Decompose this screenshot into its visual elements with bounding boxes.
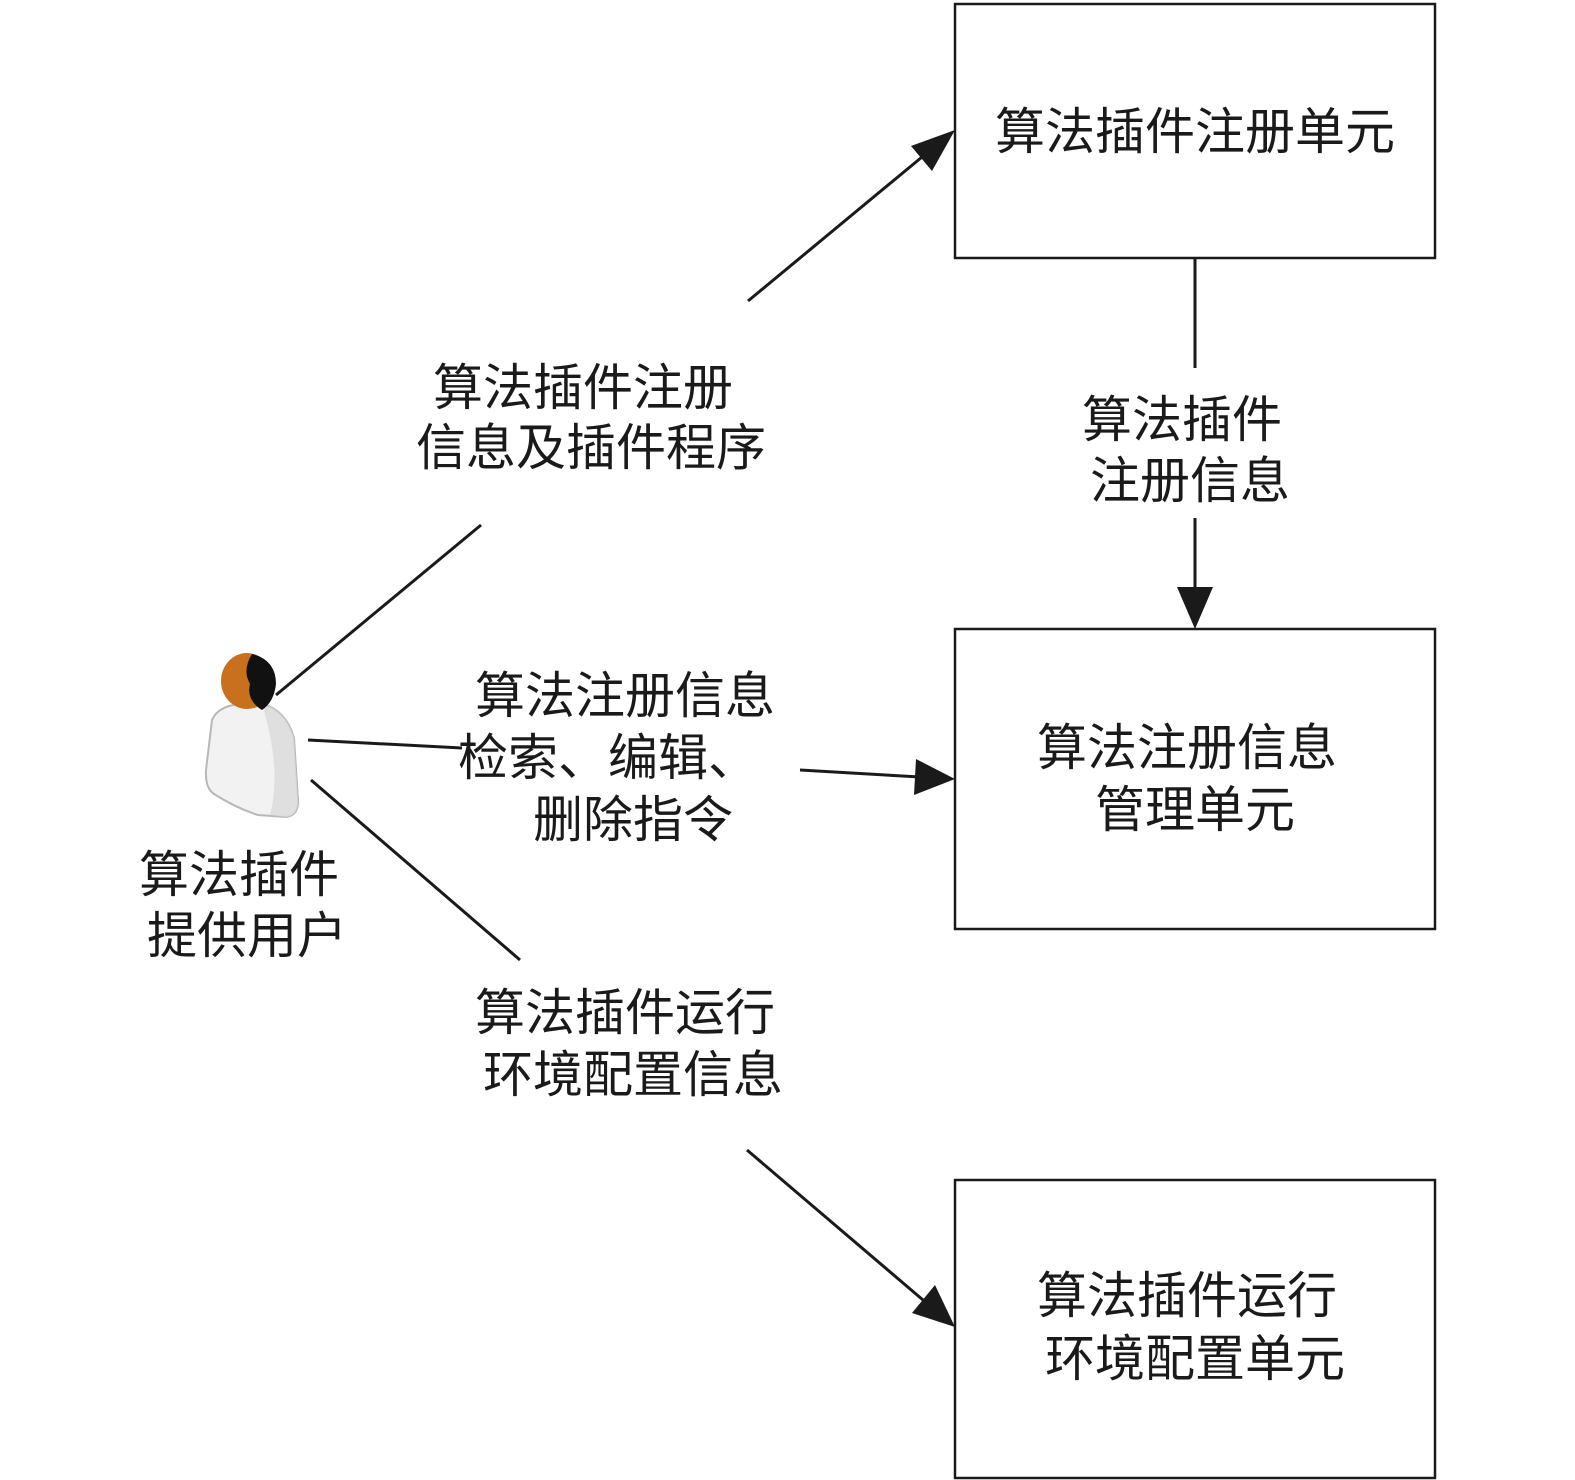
actor-label: 算法插件 提供用户 (139, 846, 355, 965)
runtime-unit-line: 环境配置单元 (1045, 1330, 1345, 1388)
runtime-unit-node: 算法插件运行 环境配置单元 (953, 1178, 1437, 1480)
user-hair-shape (246, 654, 276, 710)
edge-label-line: 算法插件运行 (475, 984, 775, 1042)
arrow-head-icon (914, 759, 955, 795)
runtime-unit-line: 算法插件运行 (1037, 1267, 1337, 1325)
edge-label-user-to-runtime: 算法插件运行 环境配置信息 (475, 984, 791, 1104)
edge-segment (307, 738, 463, 750)
actor-label-line: 提供用户 (147, 907, 347, 965)
actor-user: 算法插件 提供用户 (139, 653, 355, 965)
edge-label-line: 算法插件注册 (433, 359, 733, 417)
runtime-unit-box (953, 1178, 1437, 1480)
edge-label-register-to-manage: 算法插件 注册信息 (1082, 391, 1298, 510)
edge-segment (799, 768, 921, 779)
edge-segment (310, 778, 521, 962)
runtime-unit-label: 算法插件运行 环境配置单元 (1037, 1267, 1353, 1388)
arrow-head-icon (912, 1285, 955, 1327)
arrow-head-icon (911, 130, 955, 171)
manage-unit-box (953, 627, 1437, 931)
edge-segment (275, 523, 482, 697)
edge-segment (746, 1148, 924, 1302)
edge-segment (747, 155, 923, 303)
manage-unit-node: 算法注册信息 管理单元 (953, 627, 1437, 931)
edge-label-line: 算法注册信息 (475, 667, 775, 725)
register-unit-node: 算法插件注册单元 (953, 2, 1437, 260)
arrow-head-icon (1177, 587, 1213, 629)
register-unit-label: 算法插件注册单元 (995, 103, 1395, 161)
edge-user-to-manage: 算法注册信息 检索、编辑、 删除指令 (307, 667, 955, 849)
user-icon (204, 653, 300, 819)
manage-unit-label: 算法注册信息 管理单元 (1037, 719, 1353, 839)
manage-unit-line: 管理单元 (1095, 781, 1295, 839)
register-unit-box (953, 2, 1437, 260)
edge-label-line: 删除指令 (533, 791, 733, 849)
edge-label-user-to-register: 算法插件注册 信息及插件程序 (416, 359, 766, 477)
manage-unit-line: 算法注册信息 (1037, 719, 1337, 777)
actor-label-line: 算法插件 (139, 846, 339, 904)
edge-label-user-to-manage: 算法注册信息 检索、编辑、 删除指令 (458, 667, 791, 849)
user-body-shade (262, 704, 299, 817)
edge-label-line: 环境配置信息 (483, 1046, 783, 1104)
edge-label-line: 信息及插件程序 (416, 419, 766, 477)
register-unit-line: 算法插件注册单元 (995, 103, 1395, 161)
edge-label-line: 算法插件 (1082, 391, 1282, 449)
edge-label-line: 检索、编辑、 (458, 729, 758, 787)
edge-user-to-register: 算法插件注册 信息及插件程序 (275, 130, 955, 697)
edge-register-to-manage: 算法插件 注册信息 (1082, 258, 1298, 629)
edge-user-to-runtime: 算法插件运行 环境配置信息 (310, 778, 955, 1327)
edge-label-line: 注册信息 (1090, 452, 1290, 510)
